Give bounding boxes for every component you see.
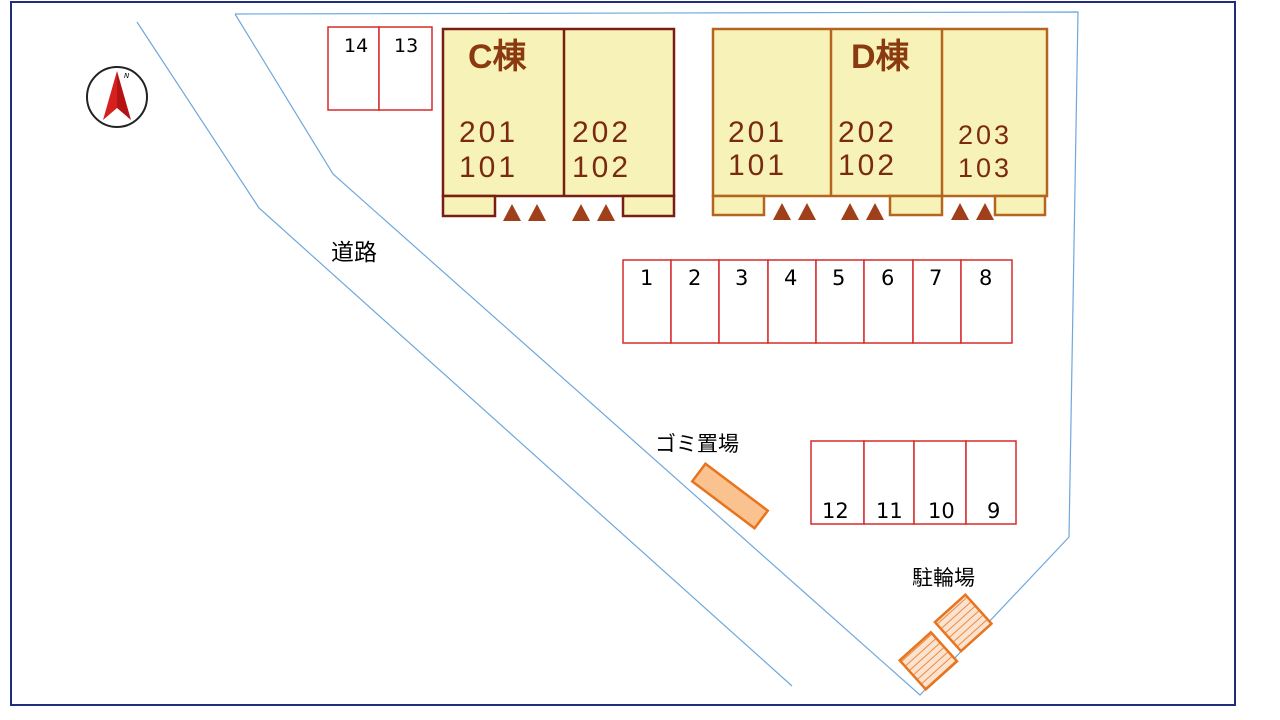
parking-space-13: [378, 26, 433, 111]
parking-number: 3: [735, 266, 748, 290]
unit-number: 103: [958, 153, 1012, 183]
unit-number: 101: [728, 149, 787, 182]
building-c: C棟 201 101 202 102: [441, 27, 676, 221]
unit-number: 202: [838, 116, 897, 149]
parking-number: 8: [979, 266, 992, 290]
unit-number: 201: [459, 116, 518, 149]
parking-number: 1: [640, 266, 653, 290]
parking-number: 5: [832, 266, 845, 290]
parking-number: 4: [784, 266, 797, 290]
bicycle-parking-shape-upper: [933, 592, 994, 653]
building-d-porch-2: [888, 194, 944, 217]
garbage-area-label: ゴミ置場: [655, 432, 739, 456]
road-lines: [136, 11, 1079, 696]
unit-number: 201: [728, 116, 787, 149]
building-c-porch-left: [441, 194, 497, 218]
bicycle-parking: 駐輪場: [897, 566, 994, 692]
parking-group-top: 14 13: [327, 26, 433, 111]
unit-number: 101: [459, 151, 518, 184]
parking-number: 2: [688, 266, 701, 290]
parking-number: 12: [822, 499, 849, 523]
compass-north-letter: N: [124, 72, 130, 80]
building-d-name: D棟: [851, 38, 911, 76]
bicycle-parking-label: 駐輪場: [912, 566, 975, 590]
road-label: 道路: [331, 240, 377, 266]
unit-number: 102: [838, 149, 897, 182]
unit-number: 203: [958, 120, 1012, 150]
parking-number: 14: [344, 35, 368, 57]
garbage-area-shape: [690, 462, 770, 531]
garbage-area: ゴミ置場: [655, 432, 770, 531]
parking-number: 11: [876, 499, 903, 523]
parking-number: 9: [987, 499, 1000, 523]
building-d: D棟 201 101 202 102 203 103: [711, 27, 1049, 220]
unit-number: 202: [572, 116, 631, 149]
parking-space-14: [327, 26, 380, 111]
site-boundary: [234, 11, 1079, 696]
building-d-porch-3: [993, 194, 1047, 217]
north-arrow-compass-icon: N: [86, 66, 148, 128]
parking-row-1: 1 2 3 4 5 6 7 8: [622, 259, 1013, 344]
unit-number: 102: [572, 151, 631, 184]
building-c-body: [441, 27, 676, 198]
entrance-arrow-icon: [503, 204, 615, 221]
building-d-porch-1: [711, 194, 766, 217]
building-c-name: C棟: [468, 38, 528, 76]
parking-row-2: 12 11 10 9: [810, 440, 1017, 525]
bicycle-parking-shape-lower: [897, 630, 959, 692]
building-c-porch-right: [621, 194, 676, 218]
parking-number: 10: [928, 499, 955, 523]
entrance-arrow-icon: [773, 203, 994, 220]
parking-number: 7: [929, 266, 942, 290]
parking-number: 6: [881, 266, 894, 290]
parking-number: 13: [394, 35, 418, 57]
building-d-body: [711, 27, 1049, 198]
road-edge-left: [136, 21, 793, 687]
